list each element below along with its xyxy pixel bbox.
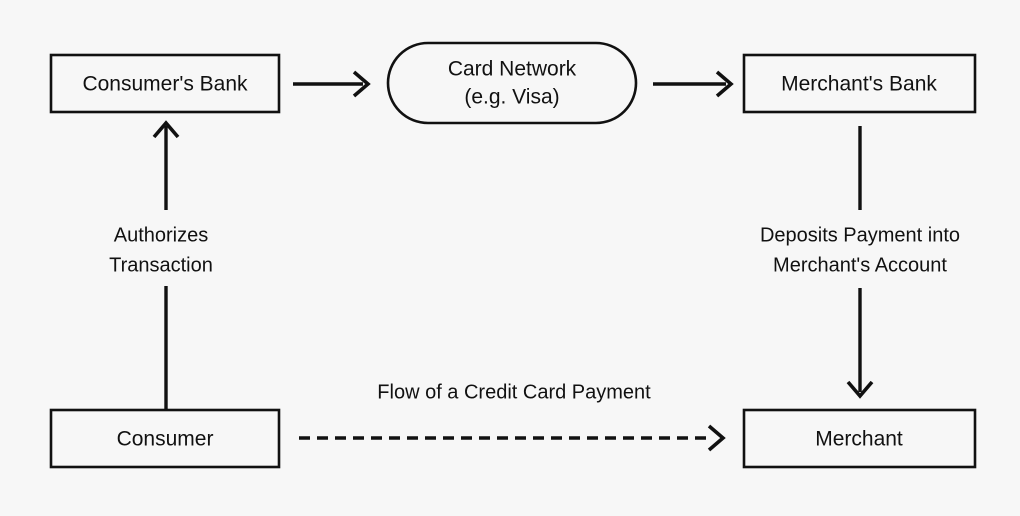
edge-merchants-bank-to-merchant: Deposits Payment into Merchant's Account	[760, 126, 960, 399]
merchant-label: Merchant	[815, 428, 903, 451]
node-card-network[interactable]: Card Network (e.g. Visa)	[386, 41, 638, 125]
edge-label-authorizes-line2: Transaction	[109, 254, 213, 276]
arrowhead-right-icon	[715, 70, 734, 98]
merchant-box[interactable]	[742, 408, 977, 469]
consumers-bank-label: Consumer's Bank	[82, 73, 248, 96]
consumers-bank-box[interactable]	[49, 53, 281, 114]
card-network-label-line2: (e.g. Visa)	[464, 86, 559, 109]
node-merchant[interactable]: Merchant	[742, 408, 977, 469]
arrowhead-right-icon	[707, 424, 726, 452]
node-consumers-bank[interactable]: Consumer's Bank	[49, 53, 281, 114]
arrowhead-right-icon	[352, 70, 371, 98]
edge-label-deposits-line2: Merchant's Account	[773, 254, 947, 276]
node-merchants-bank[interactable]: Merchant's Bank	[742, 53, 977, 114]
arrowhead-up-icon	[152, 120, 180, 139]
edge-consumers-bank-to-card-network	[293, 70, 371, 98]
edge-card-network-to-merchants-bank	[653, 70, 734, 98]
edge-label-flow-title: Flow of a Credit Card Payment	[377, 381, 651, 403]
card-network-pill[interactable]	[386, 41, 638, 125]
arrowhead-down-icon	[846, 380, 874, 399]
card-network-label-line1: Card Network	[448, 58, 577, 81]
merchants-bank-box[interactable]	[742, 53, 977, 114]
edge-label-authorizes-line1: Authorizes	[114, 224, 209, 246]
edge-label-deposits-line1: Deposits Payment into	[760, 224, 960, 246]
edge-consumer-to-merchant: Flow of a Credit Card Payment	[299, 381, 726, 452]
edge-consumer-to-consumers-bank: Authorizes Transaction	[109, 120, 213, 410]
merchants-bank-label: Merchant's Bank	[781, 73, 937, 96]
consumer-label: Consumer	[117, 428, 214, 451]
node-consumer[interactable]: Consumer	[49, 408, 281, 469]
